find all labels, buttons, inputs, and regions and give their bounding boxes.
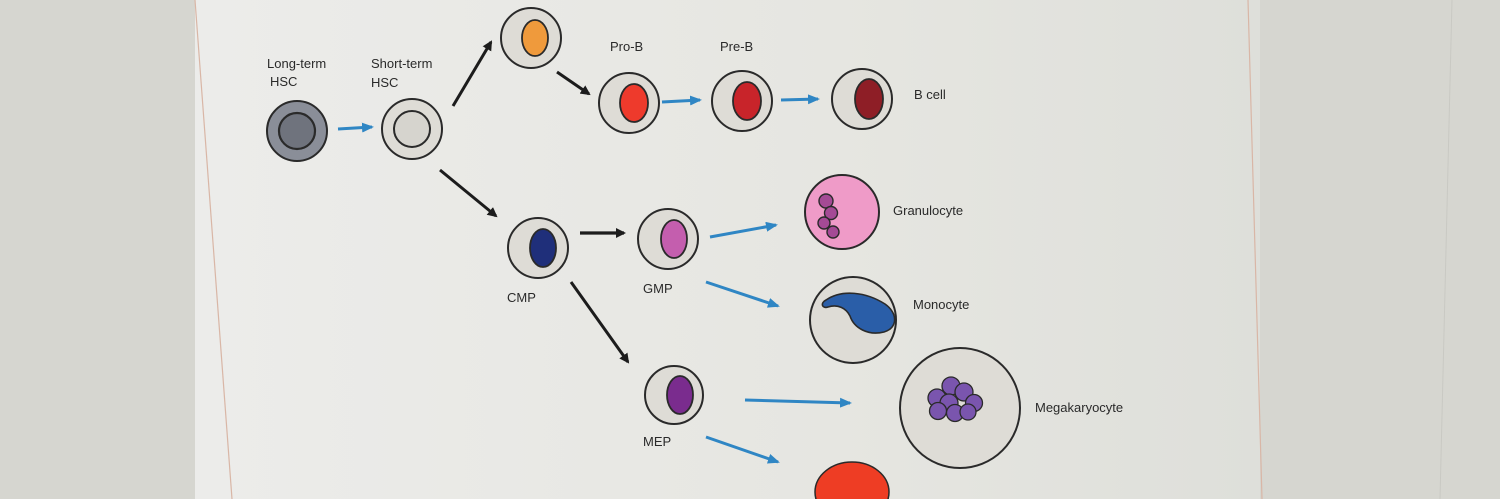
cell-megakaryocyte [899, 347, 1021, 469]
arrow-st-to-cmp [439, 168, 498, 218]
label-monocyte: Monocyte [913, 297, 969, 312]
cell-monocyte [809, 276, 897, 364]
cell-pre-b [711, 70, 773, 132]
cell-erythrocyte [814, 461, 890, 499]
arrow-mep-to-erythrocyte [705, 435, 780, 464]
label-long-term-hsc: HSC [270, 74, 297, 89]
cell-b-cell [831, 68, 893, 130]
label-pre-b: Pre-B [720, 39, 753, 54]
arrow-cmp-to-mep [569, 281, 630, 364]
arrow-preb-to-bcell [780, 94, 820, 105]
arrows [337, 40, 852, 464]
cell-granulocyte [804, 174, 880, 250]
label-long-term: Long-term [267, 56, 326, 71]
arrow-gmp-to-monocyte [705, 280, 780, 308]
cell-long-term-hsc [266, 100, 328, 162]
arrow-clp-to-prob [556, 70, 591, 96]
arrow-mep-to-megakaryocyte [744, 397, 852, 408]
arrow-st-to-clp [451, 40, 493, 107]
label-mep: MEP [643, 434, 671, 449]
cell-clp [500, 7, 562, 69]
label-short-term: Short-term [371, 56, 432, 71]
labels: Long-term HSC Short-term HSC Pro-B Pre-B… [267, 39, 1123, 449]
arrow-gmp-to-granulocyte [709, 221, 778, 239]
page-edge-right [1247, 0, 1263, 499]
cell-gmp [637, 208, 699, 270]
page-edge-far-right [1439, 0, 1453, 499]
cell-cmp [507, 217, 569, 279]
cell-short-term-hsc [381, 98, 443, 160]
label-cmp: CMP [507, 290, 536, 305]
label-pro-b: Pro-B [610, 39, 643, 54]
cell-pro-b [598, 72, 660, 134]
arrow-prob-to-preb [661, 95, 702, 106]
arrow-lt-to-st [337, 122, 374, 133]
page-edge-left [194, 0, 233, 499]
cell-mep [644, 365, 704, 425]
label-b-cell: B cell [914, 87, 946, 102]
label-megakaryocyte: Megakaryocyte [1035, 400, 1123, 415]
label-short-term-hsc: HSC [371, 75, 398, 90]
label-gmp: GMP [643, 281, 673, 296]
label-granulocyte: Granulocyte [893, 203, 963, 218]
